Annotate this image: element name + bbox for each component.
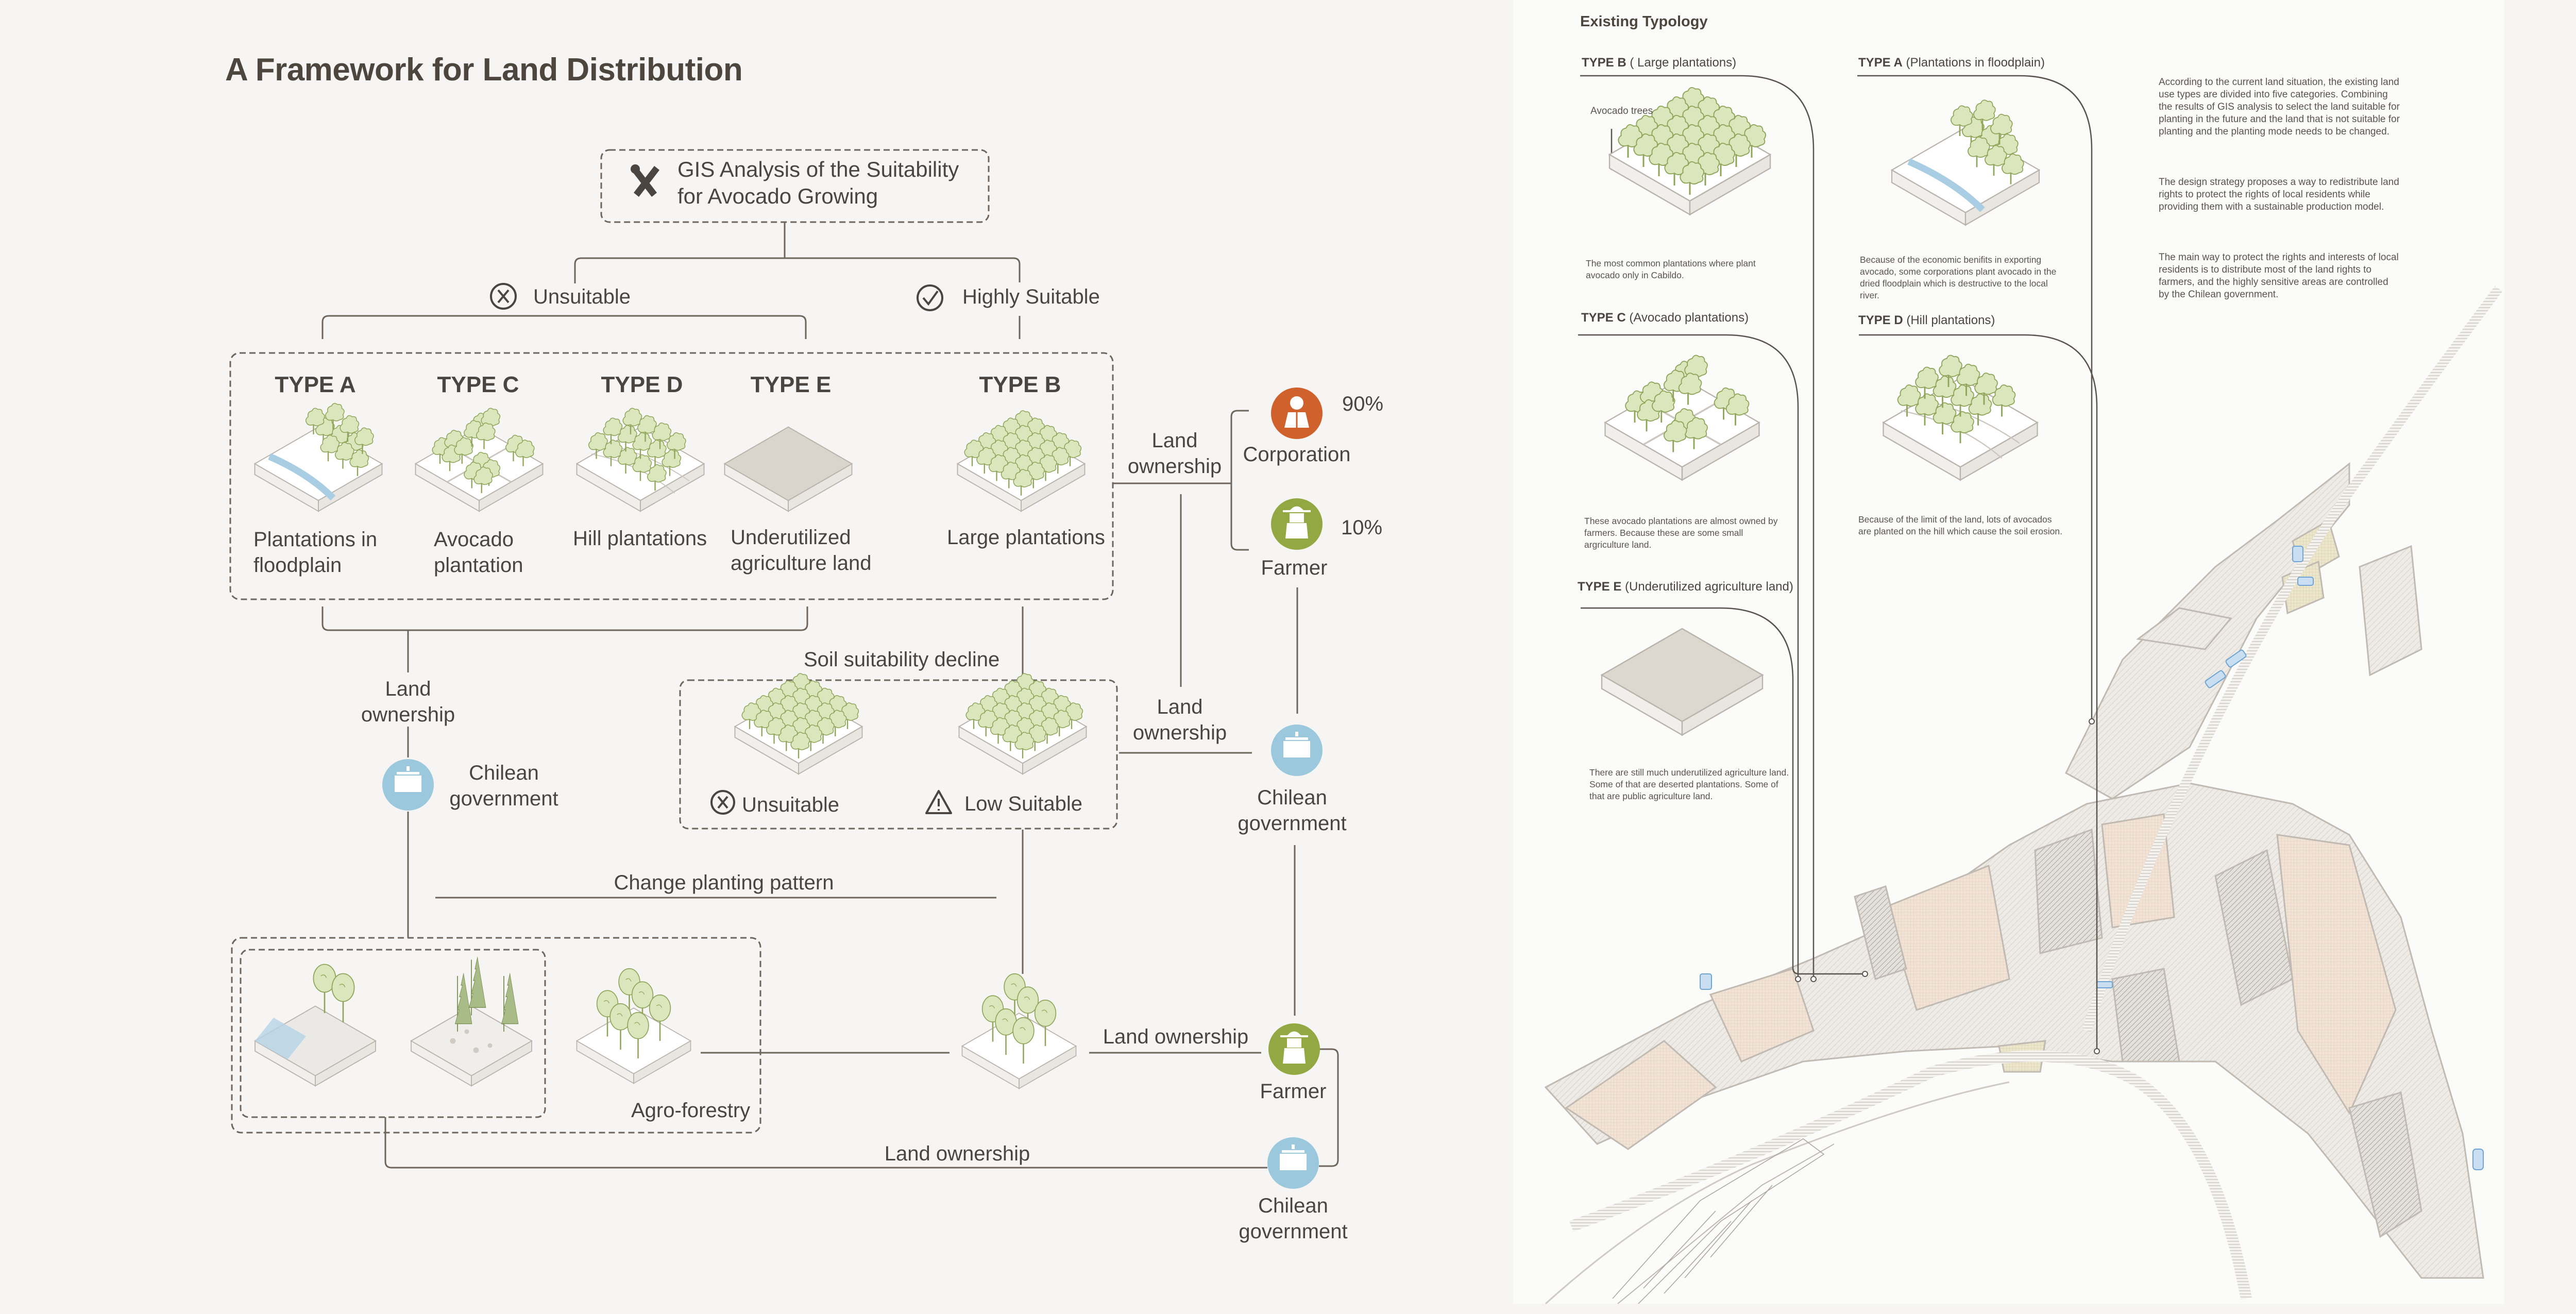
gis-title-line1: GIS Analysis of the Suitability [677, 157, 959, 181]
government-building-icon [1267, 1137, 1319, 1189]
native-forest-illustration [410, 957, 533, 1087]
type-c-illustration [415, 408, 544, 512]
typology-type-b-heading: TYPE B ( Large plantations) [1582, 56, 1737, 70]
typology-type-a-desc: Because of the economic benifits in expo… [1860, 255, 2057, 300]
farmer-icon [1268, 1023, 1320, 1075]
typology-type-d-desc: Because of the limit of the land, lots o… [1858, 514, 2062, 536]
farmer-percent: 10% [1341, 516, 1383, 539]
framework-diagram [229, 149, 1339, 1189]
type-b-head: TYPE B [979, 372, 1061, 397]
typology-type-c-heading: TYPE C (Avocado plantations) [1581, 311, 1749, 325]
corporation-icon [1271, 388, 1323, 439]
typology-type-a-heading: TYPE A (Plantations in floodplain) [1858, 56, 2045, 70]
farmer-icon [1271, 498, 1323, 550]
x-circle-icon [490, 283, 517, 310]
riparian-forest-illustration [254, 964, 377, 1087]
agro-forestry-label: Agro-forestry [631, 1099, 751, 1122]
type-d-illustration [576, 408, 705, 512]
farmer-label-bottom: Farmer [1260, 1080, 1327, 1103]
type-d-caption: Hill plantations [573, 527, 707, 550]
x-circle-icon [710, 790, 735, 815]
type-e-head: TYPE E [750, 372, 832, 397]
soil-decline-caption: Soil suitability decline [804, 648, 1000, 671]
typology-type-c-desc: These avocado plantations are almost own… [1584, 516, 1778, 550]
type-a-illustration [254, 402, 383, 512]
soil-low-suitable-label: Low Suitable [964, 793, 1083, 815]
page-title: A Framework for Land Distribution [225, 52, 743, 88]
land-ownership-label-right: Land ownership [1103, 1025, 1249, 1048]
agro-outer-box [231, 937, 761, 1134]
type-c-head: TYPE C [437, 372, 519, 397]
soil-unsuitable-label: Unsuitable [742, 794, 840, 816]
typology-type-e-desc: There are still much underutilized agric… [1589, 767, 1789, 801]
connector-lines [321, 222, 1021, 339]
agro-inner-box [240, 949, 546, 1118]
typology-type-e-heading: TYPE E (Underutilized agriculture land) [1578, 580, 1793, 594]
check-circle-icon [917, 284, 943, 311]
typology-type-d-illustration [1883, 355, 2038, 481]
highly-suitable-label: Highly Suitable [962, 285, 1100, 308]
map-terrain [1544, 462, 2484, 1279]
soil-box [679, 679, 1118, 830]
avocado-trees-callout: Avocado trees [1590, 106, 1653, 116]
corporation-percent: 90% [1342, 393, 1384, 415]
corporation-label: Corporation [1243, 443, 1351, 466]
typology-type-a-illustration [1891, 99, 2040, 226]
warning-triangle-icon [925, 790, 952, 814]
typology-type-d-heading: TYPE D (Hill plantations) [1858, 313, 1995, 327]
typology-note-2: The design strategy proposes a way to re… [2159, 177, 2399, 212]
types-box [229, 352, 1114, 600]
gis-title-line2: for Avocado Growing [677, 184, 878, 208]
government-building-icon [1271, 725, 1323, 776]
tools-icon [631, 164, 659, 197]
type-b-caption: Large plantations [947, 526, 1105, 549]
type-e-illustration [723, 426, 853, 512]
water-ponds [1700, 546, 2484, 1170]
typology-type-b-desc: The most common plantations where plant … [1586, 258, 1756, 280]
typology-note-3: The main way to protect the rights and i… [2159, 252, 2399, 300]
change-planting-pattern-label: Change planting pattern [614, 871, 834, 894]
leader-lines [1578, 75, 2098, 1051]
government-building-icon [382, 759, 434, 811]
typology-note-1: According to the current land situation,… [2159, 77, 2400, 137]
land-ownership-label-bottom: Land ownership [884, 1142, 1030, 1165]
town-blocks [1612, 1138, 1825, 1304]
type-a-head: TYPE A [275, 372, 356, 397]
typology-type-c-illustration [1604, 355, 1760, 481]
farmer-label-top: Farmer [1261, 557, 1328, 579]
typology-title: Existing Typology [1580, 13, 1708, 30]
typology-type-e-illustration [1600, 628, 1764, 736]
unsuitable-label: Unsuitable [533, 285, 631, 308]
type-d-head: TYPE D [601, 372, 683, 397]
gis-box [600, 149, 990, 223]
gis-box-text: GIS Analysis of the Suitability for Avoc… [677, 156, 959, 210]
